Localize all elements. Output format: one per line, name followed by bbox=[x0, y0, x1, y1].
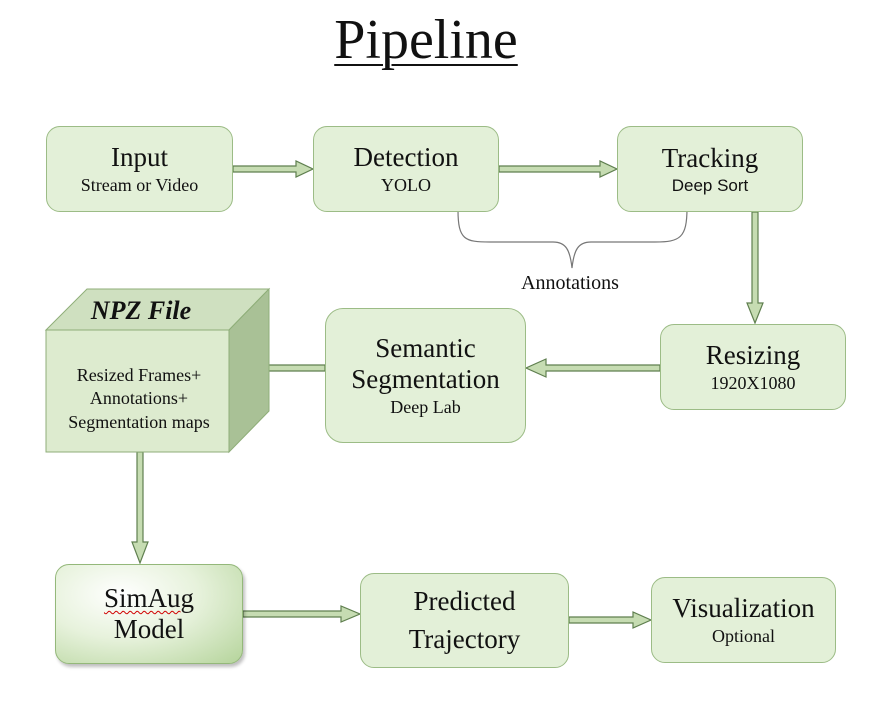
resizing-title: Resizing bbox=[705, 340, 801, 371]
visualization-node: Visualization Optional bbox=[651, 577, 836, 663]
arrow-predicted-to-visualization bbox=[568, 611, 653, 629]
segmentation-title-line1: Semantic bbox=[375, 333, 476, 364]
npz-line-2: Annotations+ bbox=[89, 388, 189, 409]
segmentation-node: Semantic Segmentation Deep Lab bbox=[325, 308, 526, 443]
npz-line-3: Segmentation maps bbox=[68, 411, 210, 432]
annotations-brace bbox=[457, 207, 688, 269]
detection-node: Detection YOLO bbox=[313, 126, 499, 212]
predicted-node: Predicted Trajectory bbox=[360, 573, 569, 668]
arrow-resizing-to-segmentation bbox=[524, 358, 661, 378]
arrow-detection-to-tracking bbox=[498, 160, 619, 178]
npz-contents: Resized Frames+ Annotations+ Segmentatio… bbox=[48, 364, 230, 434]
tracking-title: Tracking bbox=[661, 142, 759, 173]
detection-title: Detection bbox=[353, 142, 459, 173]
annotations-label: Annotations bbox=[521, 272, 619, 294]
arrow-tracking-to-resizing bbox=[746, 211, 764, 325]
predicted-title-line2: Trajectory bbox=[408, 623, 521, 654]
npz-line-1: Resized Frames+ bbox=[76, 365, 202, 385]
tracking-node: Tracking Deep Sort bbox=[617, 126, 803, 212]
visualization-subtitle: Optional bbox=[712, 626, 775, 647]
npz-title: NPZ File bbox=[90, 296, 192, 325]
arrow-input-to-detection bbox=[232, 160, 315, 178]
detection-subtitle: YOLO bbox=[381, 175, 431, 196]
segmentation-subtitle: Deep Lab bbox=[390, 397, 461, 418]
simaug-title-line2: Model bbox=[113, 614, 185, 644]
arrow-simaug-to-predicted bbox=[242, 605, 362, 623]
resizing-node: Resizing 1920X1080 bbox=[660, 324, 846, 410]
npz-cube-front bbox=[45, 329, 230, 453]
input-title: Input bbox=[111, 142, 168, 173]
input-subtitle: Stream or Video bbox=[80, 175, 199, 196]
tracking-subtitle: Deep Sort bbox=[671, 175, 749, 195]
npz-cube bbox=[44, 287, 271, 454]
resizing-subtitle: 1920X1080 bbox=[710, 373, 796, 394]
simaug-title-line1: SimAug bbox=[104, 583, 194, 614]
page-title: Pipeline bbox=[334, 9, 518, 71]
input-node: Input Stream or Video bbox=[46, 126, 233, 212]
simaug-node: SimAug Model bbox=[55, 564, 243, 664]
visualization-title: Visualization bbox=[672, 593, 815, 624]
predicted-title-line1: Predicted bbox=[413, 586, 516, 617]
arrow-npz-to-simaug bbox=[131, 451, 149, 565]
simaug-name: SimAug bbox=[103, 582, 195, 613]
segmentation-title-line2: Segmentation bbox=[351, 364, 500, 395]
